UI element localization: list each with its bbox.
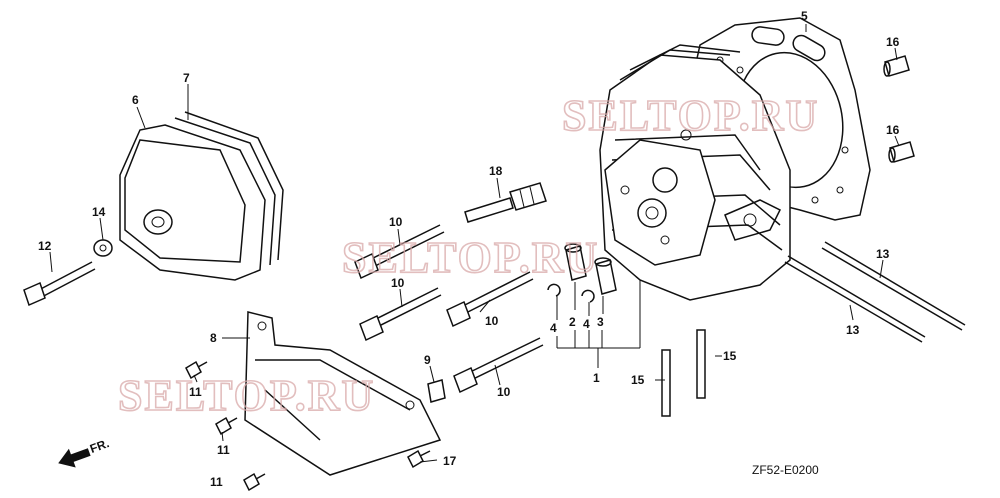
bracket <box>244 311 442 476</box>
head-studs <box>784 241 966 343</box>
valve-guides <box>547 243 617 303</box>
callout-13b: 13 <box>846 323 860 337</box>
callout-11a: 11 <box>189 385 202 399</box>
callout-13a: 13 <box>876 247 890 261</box>
flange-bolts <box>354 224 544 394</box>
callout-14: 14 <box>92 205 106 219</box>
callout-4b: 4 <box>583 317 590 331</box>
dowel-pins <box>883 55 915 163</box>
callouts: 5 16 16 7 6 14 12 18 10 10 10 10 8 9 11 … <box>38 9 900 489</box>
callout-2: 2 <box>569 315 576 329</box>
callout-1: 1 <box>593 371 600 385</box>
callout-4a: 4 <box>550 321 557 335</box>
callout-5: 5 <box>801 9 808 23</box>
small-bolts <box>185 360 446 492</box>
front-arrow-icon <box>58 448 91 468</box>
callout-16a: 16 <box>886 35 900 49</box>
callout-3: 3 <box>597 315 604 329</box>
watermark-2: SELTOP.RU <box>342 233 599 282</box>
callout-16b: 16 <box>886 123 900 137</box>
washer-and-bolt <box>23 239 113 307</box>
callout-11b: 11 <box>217 443 230 457</box>
callout-15b: 15 <box>631 373 645 387</box>
callout-10a: 10 <box>389 215 403 229</box>
watermarks: SELTOP.RU SELTOP.RU SELTOP.RU <box>117 90 819 421</box>
callout-7: 7 <box>183 71 190 85</box>
callout-12: 12 <box>38 239 52 253</box>
callout-10b: 10 <box>391 276 405 290</box>
studs <box>661 329 706 417</box>
watermark-3: SELTOP.RU <box>118 371 375 420</box>
callout-6: 6 <box>132 93 139 107</box>
leader-lines <box>49 24 900 463</box>
callout-18: 18 <box>489 164 503 178</box>
callout-11c: 11 <box>210 475 223 489</box>
callout-15a: 15 <box>723 349 737 363</box>
diagram-code: ZF52-E0200 <box>752 463 819 477</box>
watermark-1: SELTOP.RU <box>562 91 819 140</box>
callout-8: 8 <box>210 331 217 345</box>
front-label: FR. <box>88 436 111 456</box>
spark-plug <box>464 182 547 223</box>
head-cover <box>119 111 284 281</box>
callout-10d: 10 <box>497 385 511 399</box>
cylinder-head <box>599 44 791 301</box>
callout-10c: 10 <box>485 314 499 328</box>
callout-17: 17 <box>443 454 457 468</box>
front-indicator: FR. <box>58 436 111 468</box>
callout-9: 9 <box>424 353 431 367</box>
